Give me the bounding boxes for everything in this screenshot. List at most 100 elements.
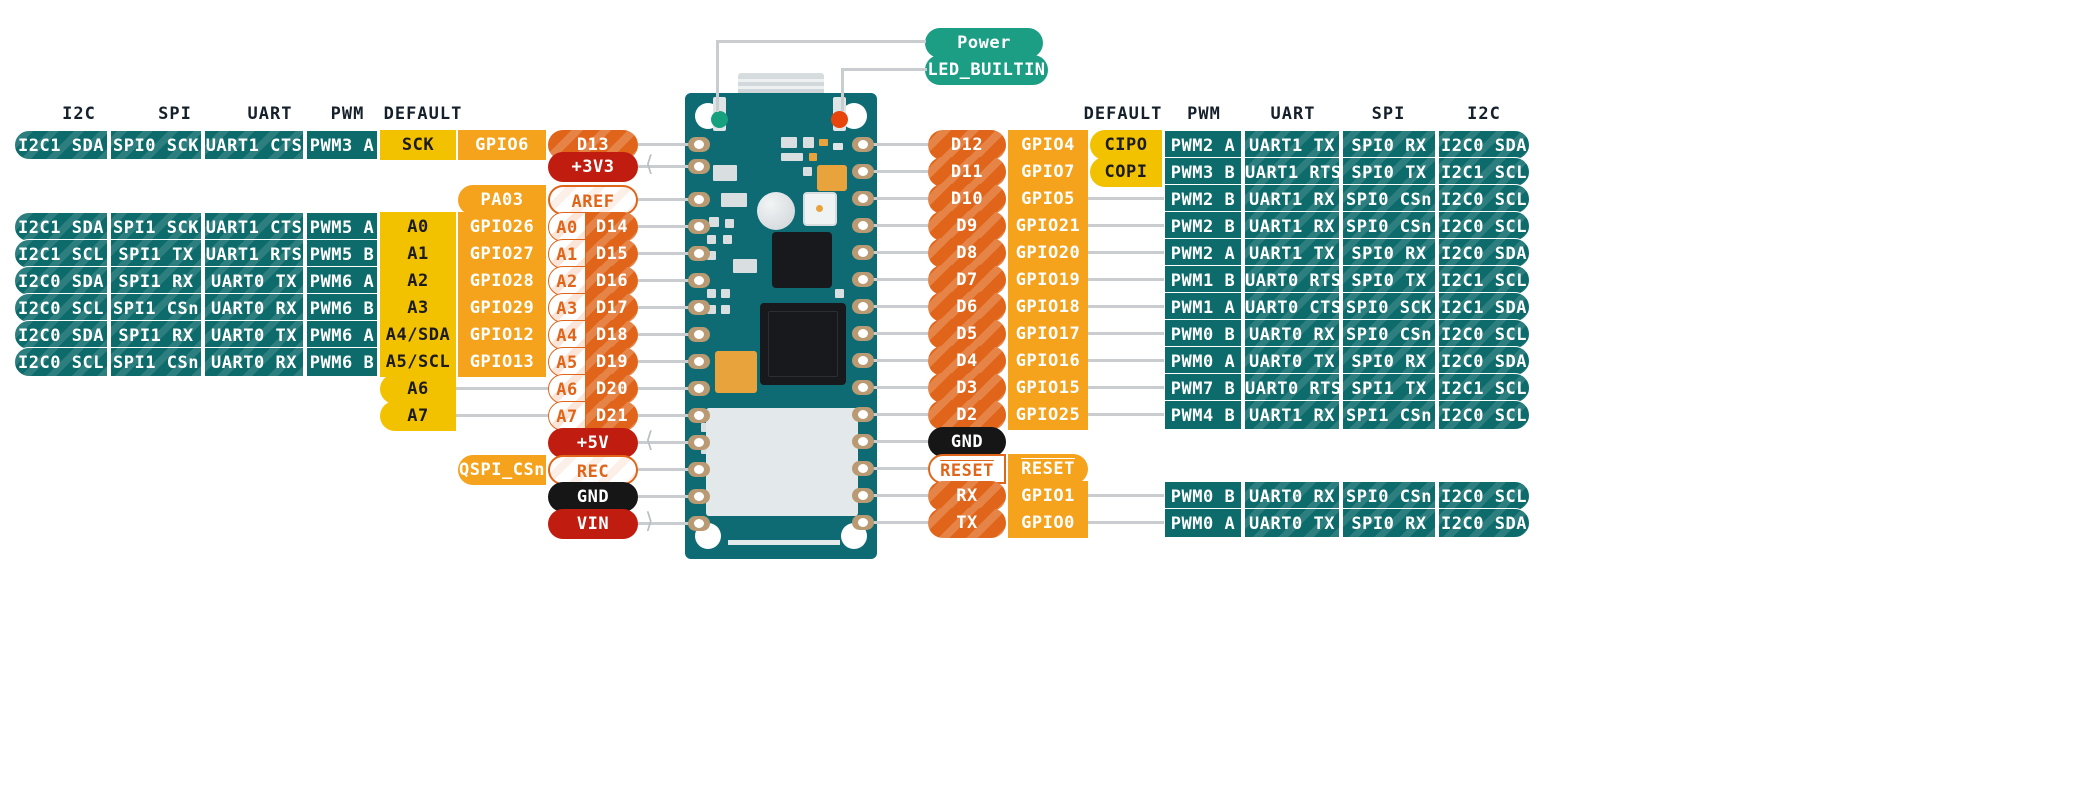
left-header-spi: SPI	[158, 104, 192, 124]
board-pad-left	[688, 408, 710, 423]
board-pad-right	[852, 191, 874, 206]
smd-part	[721, 305, 730, 314]
right-pin-chip-gnd[interactable]: GND	[928, 427, 1006, 457]
callout-led-builtin[interactable]: LED_BUILTIN	[925, 55, 1048, 85]
right-spi-chip: SPI0 CSn	[1342, 481, 1436, 511]
right-pin-chip-reset[interactable]: RESET	[928, 454, 1006, 484]
right-spi-chip: SPI0 TX	[1342, 157, 1436, 187]
right-i2c-chip: I2C0 SCL	[1438, 400, 1530, 430]
right-gpio-chip: GPIO15	[1008, 373, 1088, 403]
left-pwm-chip: PWM6 B	[306, 347, 378, 377]
smd-part	[701, 445, 710, 454]
smd-part	[713, 165, 737, 181]
board-pad-right	[852, 488, 874, 503]
left-gpio-chip: GPIO29	[458, 293, 546, 323]
left-pin-chip-outline[interactable]: REC	[548, 455, 638, 485]
right-lead	[858, 278, 928, 281]
left-lead	[638, 225, 703, 228]
left-gpio-chip: GPIO6	[458, 130, 546, 160]
left-gpio-chip: GPIO13	[458, 347, 546, 377]
right-i2c-chip: I2C0 SCL	[1438, 481, 1530, 511]
left-default-chip: A3	[380, 293, 456, 323]
left-lead	[638, 306, 703, 309]
left-pin-chip[interactable]: D14	[586, 212, 638, 242]
right-i2c-chip: I2C1 SDA	[1438, 292, 1530, 322]
left-uart-chip: UART0 TX	[204, 320, 304, 350]
left-pin-chip[interactable]: D15	[586, 239, 638, 269]
left-lead	[638, 468, 703, 471]
right-lead	[858, 143, 928, 146]
right-pin-chip[interactable]: D5	[928, 319, 1006, 349]
left-power-arrow-in: ⟨	[645, 428, 654, 453]
right-pin-chip[interactable]: D11	[928, 157, 1006, 187]
right-gpio-chip: GPIO0	[1008, 508, 1088, 538]
smd-part	[701, 423, 710, 432]
right-pwm-chip: PWM3 B	[1164, 157, 1242, 187]
left-spi-chip: SPI1 RX	[110, 320, 202, 350]
left-pwm-chip: PWM6 A	[306, 266, 378, 296]
right-pin-chip[interactable]: D8	[928, 238, 1006, 268]
reset-label: RESET	[940, 461, 994, 481]
right-gpio-chip: GPIO1	[1008, 481, 1088, 511]
right-spi-chip: SPI1 TX	[1342, 373, 1436, 403]
right-pin-chip[interactable]: D9	[928, 211, 1006, 241]
right-i2c-chip: I2C0 SCL	[1438, 319, 1530, 349]
left-default-chip: A5/SCL	[380, 347, 456, 377]
right-lead	[858, 413, 928, 416]
right-pin-chip[interactable]: D4	[928, 346, 1006, 376]
right-i2c-chip: I2C0 SCL	[1438, 184, 1530, 214]
left-i2c-chip: I2C1 SDA	[14, 130, 108, 160]
left-pin-chip[interactable]: D21	[586, 401, 638, 431]
smd-part	[721, 289, 730, 298]
left-uart-chip: UART0 RX	[204, 347, 304, 377]
smd-part	[809, 153, 817, 161]
right-uart-chip: UART1 TX	[1244, 238, 1340, 268]
board-pad-right	[852, 407, 874, 422]
right-pin-chip[interactable]: D10	[928, 184, 1006, 214]
left-pin-chip-power[interactable]: +3V3	[548, 152, 638, 182]
right-lead	[858, 494, 928, 497]
left-pin-chip[interactable]: D20	[586, 374, 638, 404]
left-pin-chip-gnd[interactable]: GND	[548, 482, 638, 512]
left-pin-chip[interactable]: D16	[586, 266, 638, 296]
right-pin-chip[interactable]: TX	[928, 508, 1006, 538]
board-pad-right	[852, 515, 874, 530]
right-pin-chip[interactable]: D7	[928, 265, 1006, 295]
right-pin-chip[interactable]: D6	[928, 292, 1006, 322]
left-analog-chip: A4	[548, 320, 586, 350]
right-pwm-chip: PWM1 A	[1164, 292, 1242, 322]
smd-part	[707, 305, 716, 314]
left-pwm-chip: PWM5 A	[306, 212, 378, 242]
smd-part	[723, 235, 732, 244]
right-pin-chip[interactable]: RX	[928, 481, 1006, 511]
left-pin-chip[interactable]: D18	[586, 320, 638, 350]
left-pin-chip[interactable]: D17	[586, 293, 638, 323]
left-power-arrow-out: ⟩	[645, 509, 654, 534]
right-i2c-chip: I2C1 SCL	[1438, 265, 1530, 295]
left-default-chip: SCK	[380, 130, 456, 160]
right-uart-chip: UART1 TX	[1244, 130, 1340, 160]
right-default-chip: COPI	[1090, 157, 1162, 187]
right-gpio-lead	[1088, 251, 1164, 254]
left-pin-chip-power[interactable]: +5V	[548, 428, 638, 458]
callout-power[interactable]: Power	[925, 28, 1043, 58]
right-pin-chip[interactable]: D3	[928, 373, 1006, 403]
right-gpio-chip: GPIO19	[1008, 265, 1088, 295]
right-header-pwm: PWM	[1187, 104, 1221, 124]
left-pin-chip-outline[interactable]: AREF	[548, 185, 638, 215]
left-pin-chip[interactable]: D19	[586, 347, 638, 377]
right-pin-chip[interactable]: D12	[928, 130, 1006, 160]
left-analog-chip: A2	[548, 266, 586, 296]
left-header-default: DEFAULT	[383, 104, 463, 124]
right-pwm-chip: PWM2 A	[1164, 130, 1242, 160]
left-gpio-chip: GPIO12	[458, 320, 546, 350]
right-i2c-chip: I2C0 SCL	[1438, 211, 1530, 241]
right-pwm-chip: PWM1 B	[1164, 265, 1242, 295]
left-default-chip: A0	[380, 212, 456, 242]
rp2040-chip	[760, 303, 846, 385]
smd-part	[721, 193, 747, 207]
right-pin-chip[interactable]: D2	[928, 400, 1006, 430]
left-gpio-chip: QSPI_CSn	[458, 455, 546, 485]
left-pin-chip-power[interactable]: VIN	[548, 509, 638, 539]
left-uart-chip: UART0 TX	[204, 266, 304, 296]
